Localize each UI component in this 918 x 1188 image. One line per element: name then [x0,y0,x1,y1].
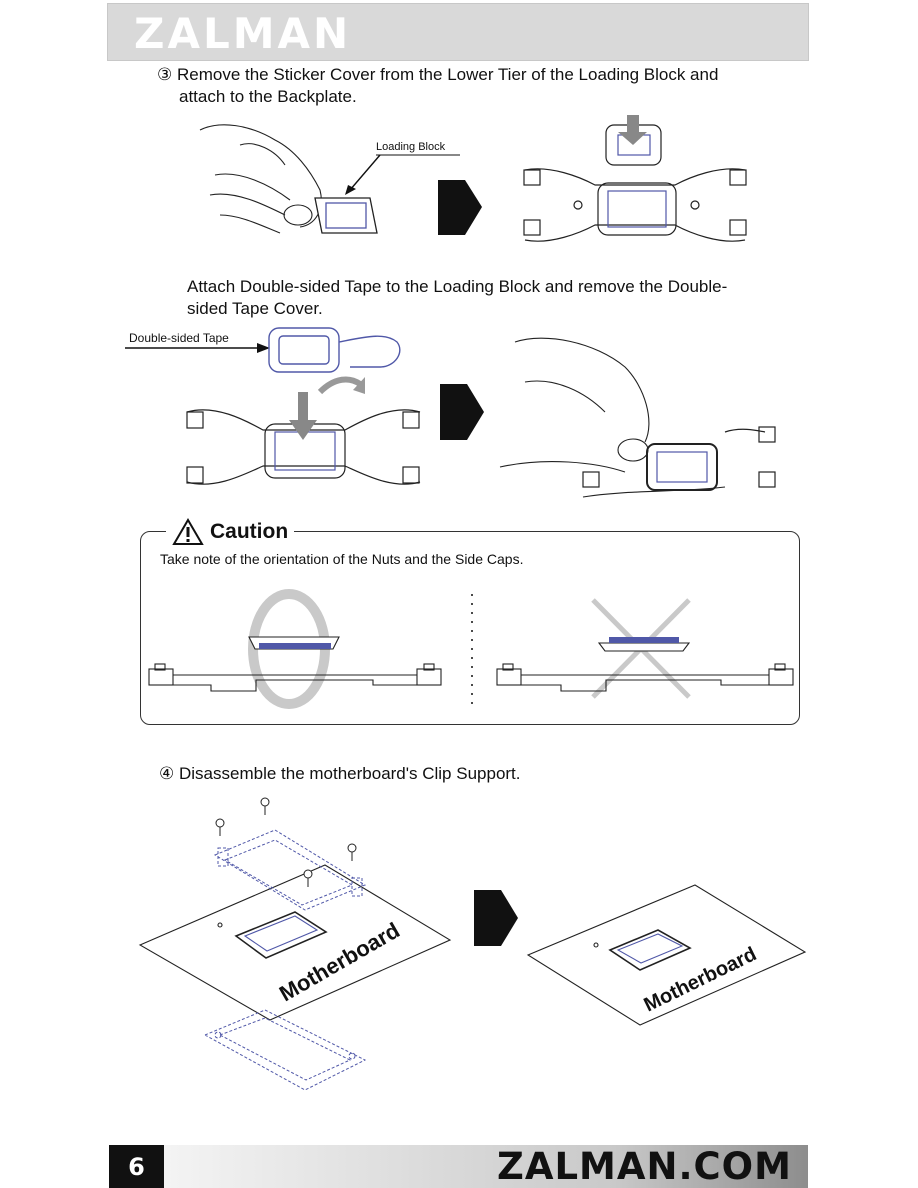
caution-note: Take note of the orientation of the Nuts… [160,551,524,567]
screws [215,797,357,887]
caution-heading: Caution [166,517,295,547]
clip-support-bottom [203,1009,367,1091]
brand-logo: ZALMAN [134,9,352,58]
tape-line1: Attach Double-sided Tape to the Loading … [187,277,728,296]
double-sided-tape [268,327,401,373]
next-step-arrow-2 [440,384,484,440]
next-step-arrow-3 [474,890,518,946]
caution-diagrams [148,589,794,709]
hand-pressing-illustration [499,337,726,498]
step3-line1: Remove the Sticker Cover from the Lower … [176,65,719,84]
hand-illustration [199,124,322,234]
backplate-with-tape [186,392,421,485]
tape-illustration: Double-sided Tape [125,327,776,498]
step4-instruction: ④ Disassemble the motherboard's Clip Sup… [159,763,521,784]
callout-double-sided-tape: Double-sided Tape [129,331,229,345]
backplate-pressed [582,426,776,491]
tape-line2: sided Tape Cover. [187,299,323,318]
loading-block [314,197,378,234]
warning-icon [172,518,204,545]
correct-orientation [148,589,442,709]
wrong-orientation [496,598,794,699]
header-bar [107,3,809,61]
motherboard-left: Motherboard [138,864,452,1021]
step4-illustration: Motherboard Motherboard [138,797,807,1091]
step3-number: ③ [157,65,173,84]
divider-dots [471,594,473,704]
callout-loading-block: Loading Block [376,141,446,153]
footer-gradient-bar [164,1145,808,1188]
step4-text: Disassemble the motherboard's Clip Suppo… [178,764,521,783]
backplate [523,115,747,242]
clip-support-top [213,829,367,911]
footer-website: ZALMAN.COM [497,1145,792,1188]
next-step-arrow [438,180,482,235]
caution-box [140,531,800,725]
motherboard-right: Motherboard [526,884,807,1026]
step3-illustration: Loading Block [199,115,747,242]
step4-number: ④ [159,764,175,783]
caution-title: Caution [210,520,289,543]
step3-line2: attach to the Backplate. [179,87,357,106]
step3-instruction: ③ Remove the Sticker Cover from the Lowe… [157,64,718,85]
page-number: 6 [109,1145,164,1188]
